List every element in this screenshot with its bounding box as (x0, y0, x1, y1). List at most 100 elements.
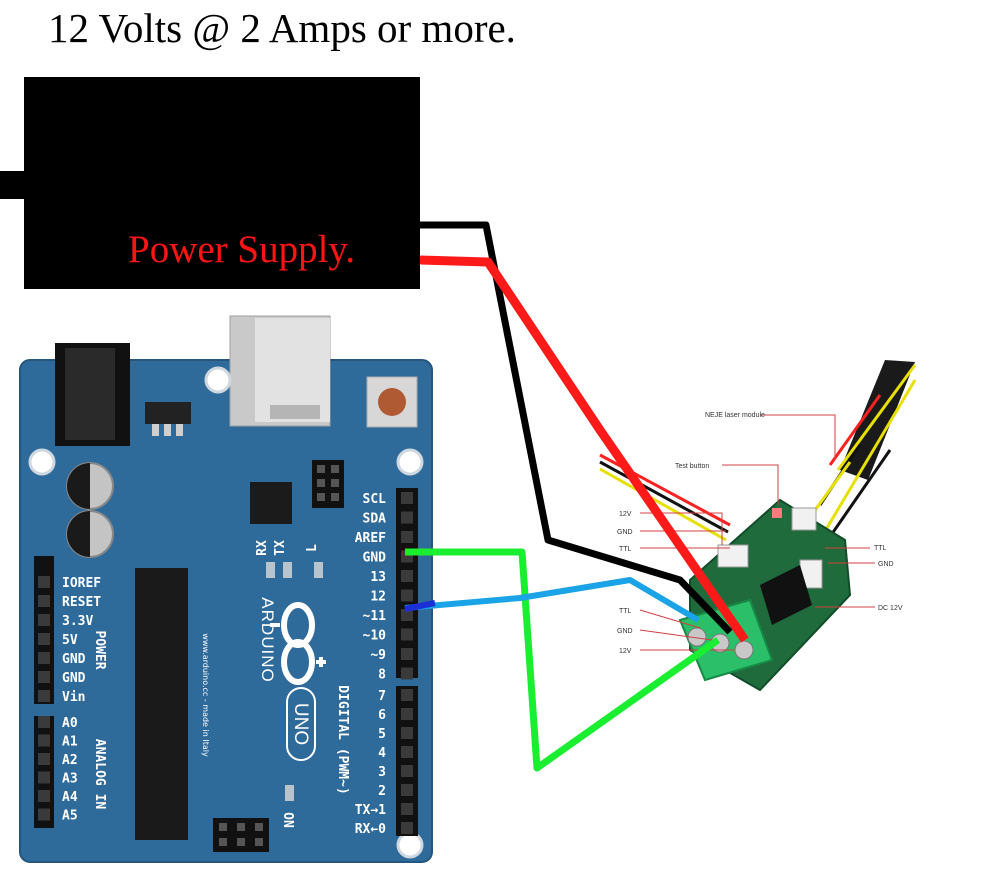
power-supply-box: Power Supply. (24, 77, 420, 289)
signal-wire (404, 577, 700, 623)
icsp-header-bottom (213, 818, 269, 852)
header-pin (401, 667, 413, 680)
header-pin (401, 784, 413, 796)
header-pin (38, 633, 50, 645)
power-pin-label: 5V (62, 633, 78, 648)
laser-driver-module: NEJE laser module Test button 12V GND TT… (599, 360, 917, 692)
header-pin (401, 765, 413, 777)
analog-group-label: ANALOG IN (92, 739, 107, 810)
left-gnd-label: GND (617, 529, 633, 536)
left-12v-label: 12V (619, 511, 632, 518)
tx-led (283, 562, 292, 578)
digital-pin-label: 2 (378, 784, 386, 799)
header-pin (38, 614, 50, 626)
dc-barrel-jack (55, 343, 130, 446)
digital-pin-label: RX←0 (355, 822, 386, 837)
test-button-label: Test button (675, 463, 709, 470)
arduino-uno-board: SCLSDAAREFGND1312~11~10~98765432TX→1RX←0… (12, 312, 436, 870)
header-pin (401, 511, 413, 524)
power-pin-label: RESET (62, 595, 101, 610)
header-pin (38, 808, 50, 821)
right-ttl-label: TTL (874, 545, 887, 552)
on-led (285, 785, 294, 801)
l-label: L (305, 544, 320, 552)
digital-pin-label: 13 (370, 570, 386, 585)
analog-pin-label: A5 (62, 809, 78, 824)
header-pin (38, 652, 50, 664)
digital-pin-label: 8 (378, 668, 386, 683)
analog-pin-label: A0 (62, 716, 78, 731)
ground-wire (420, 221, 733, 635)
signal-wire-tip (404, 600, 436, 612)
digital-pin-label: 6 (378, 708, 386, 723)
right-gnd-label: GND (878, 561, 894, 568)
header-pin (401, 609, 413, 621)
mounting-hole (204, 366, 232, 394)
wires (404, 221, 749, 772)
analog-pin-label: A4 (62, 790, 78, 805)
digital-pin-label: 3 (378, 765, 386, 780)
header-pin (38, 790, 50, 802)
jst-connector (791, 507, 817, 531)
reset-button (366, 376, 418, 428)
header-pin (401, 803, 413, 815)
arduino-website: www.arduino.cc - made in Italy (201, 633, 210, 757)
digital-pin-label: AREF (355, 531, 386, 546)
test-button (772, 508, 782, 518)
mounting-hole (396, 448, 424, 476)
digital-pin-label: SCL (363, 492, 387, 507)
left-ttl-label: TTL (619, 546, 632, 553)
digital-pin-label: 5 (378, 727, 386, 742)
header-pin (38, 576, 50, 588)
usb-chip (250, 482, 292, 524)
bottom-ttl-label: TTL (619, 608, 632, 615)
header-pin (401, 689, 413, 701)
power-supply-label: Power Supply. (128, 228, 356, 271)
arduino-gnd-wire (405, 548, 721, 772)
digital-pin-label: TX→1 (355, 803, 386, 818)
header-pin (38, 771, 50, 784)
digital-group-label: DIGITAL (PWM~) (335, 685, 350, 795)
module-label: NEJE laser module (705, 412, 765, 419)
arduino-brand: ARDUINO (258, 597, 277, 682)
mounting-hole (28, 448, 56, 476)
header-pin (38, 734, 50, 747)
digital-pin-label: ~11 (363, 609, 387, 624)
arduino-logo (270, 602, 326, 685)
arduino-model: UNO (290, 703, 311, 745)
analog-pin-label: A2 (62, 753, 78, 768)
header-pin (401, 708, 413, 720)
tx-label: TX (273, 540, 288, 556)
header-pin (38, 716, 50, 728)
usb-port (229, 315, 331, 427)
digital-pin-label: SDA (363, 512, 387, 527)
header-pin (38, 690, 50, 702)
header-pin (401, 727, 413, 739)
bottom-12v-label: 12V (619, 648, 632, 655)
digital-pin-label: GND (363, 551, 387, 566)
header-pin (401, 570, 413, 582)
atmega-chip (135, 568, 188, 840)
digital-pin-label: 7 (378, 689, 386, 704)
power-pin-label: GND (62, 652, 86, 667)
rx-label: RX (255, 540, 270, 556)
header-pin (401, 492, 413, 504)
power-pin-label: GND (62, 671, 86, 686)
header-pin (401, 648, 413, 660)
bottom-gnd-label: GND (617, 628, 633, 635)
digital-pin-label: ~9 (370, 648, 386, 663)
header-pin (38, 671, 50, 683)
jst-connector (717, 544, 749, 568)
power-pin-label: Vin (62, 690, 85, 705)
digital-pin-label: ~10 (363, 629, 387, 644)
header-pin (401, 746, 413, 758)
mounting-hole (396, 831, 424, 859)
positive-wire (419, 255, 749, 643)
header-pin (38, 595, 50, 607)
digital-pin-label: 4 (378, 746, 386, 761)
power-group-label: POWER (92, 630, 107, 669)
uno-badge (286, 687, 316, 761)
power-requirement-title: 12 Volts @ 2 Amps or more. (48, 5, 516, 51)
